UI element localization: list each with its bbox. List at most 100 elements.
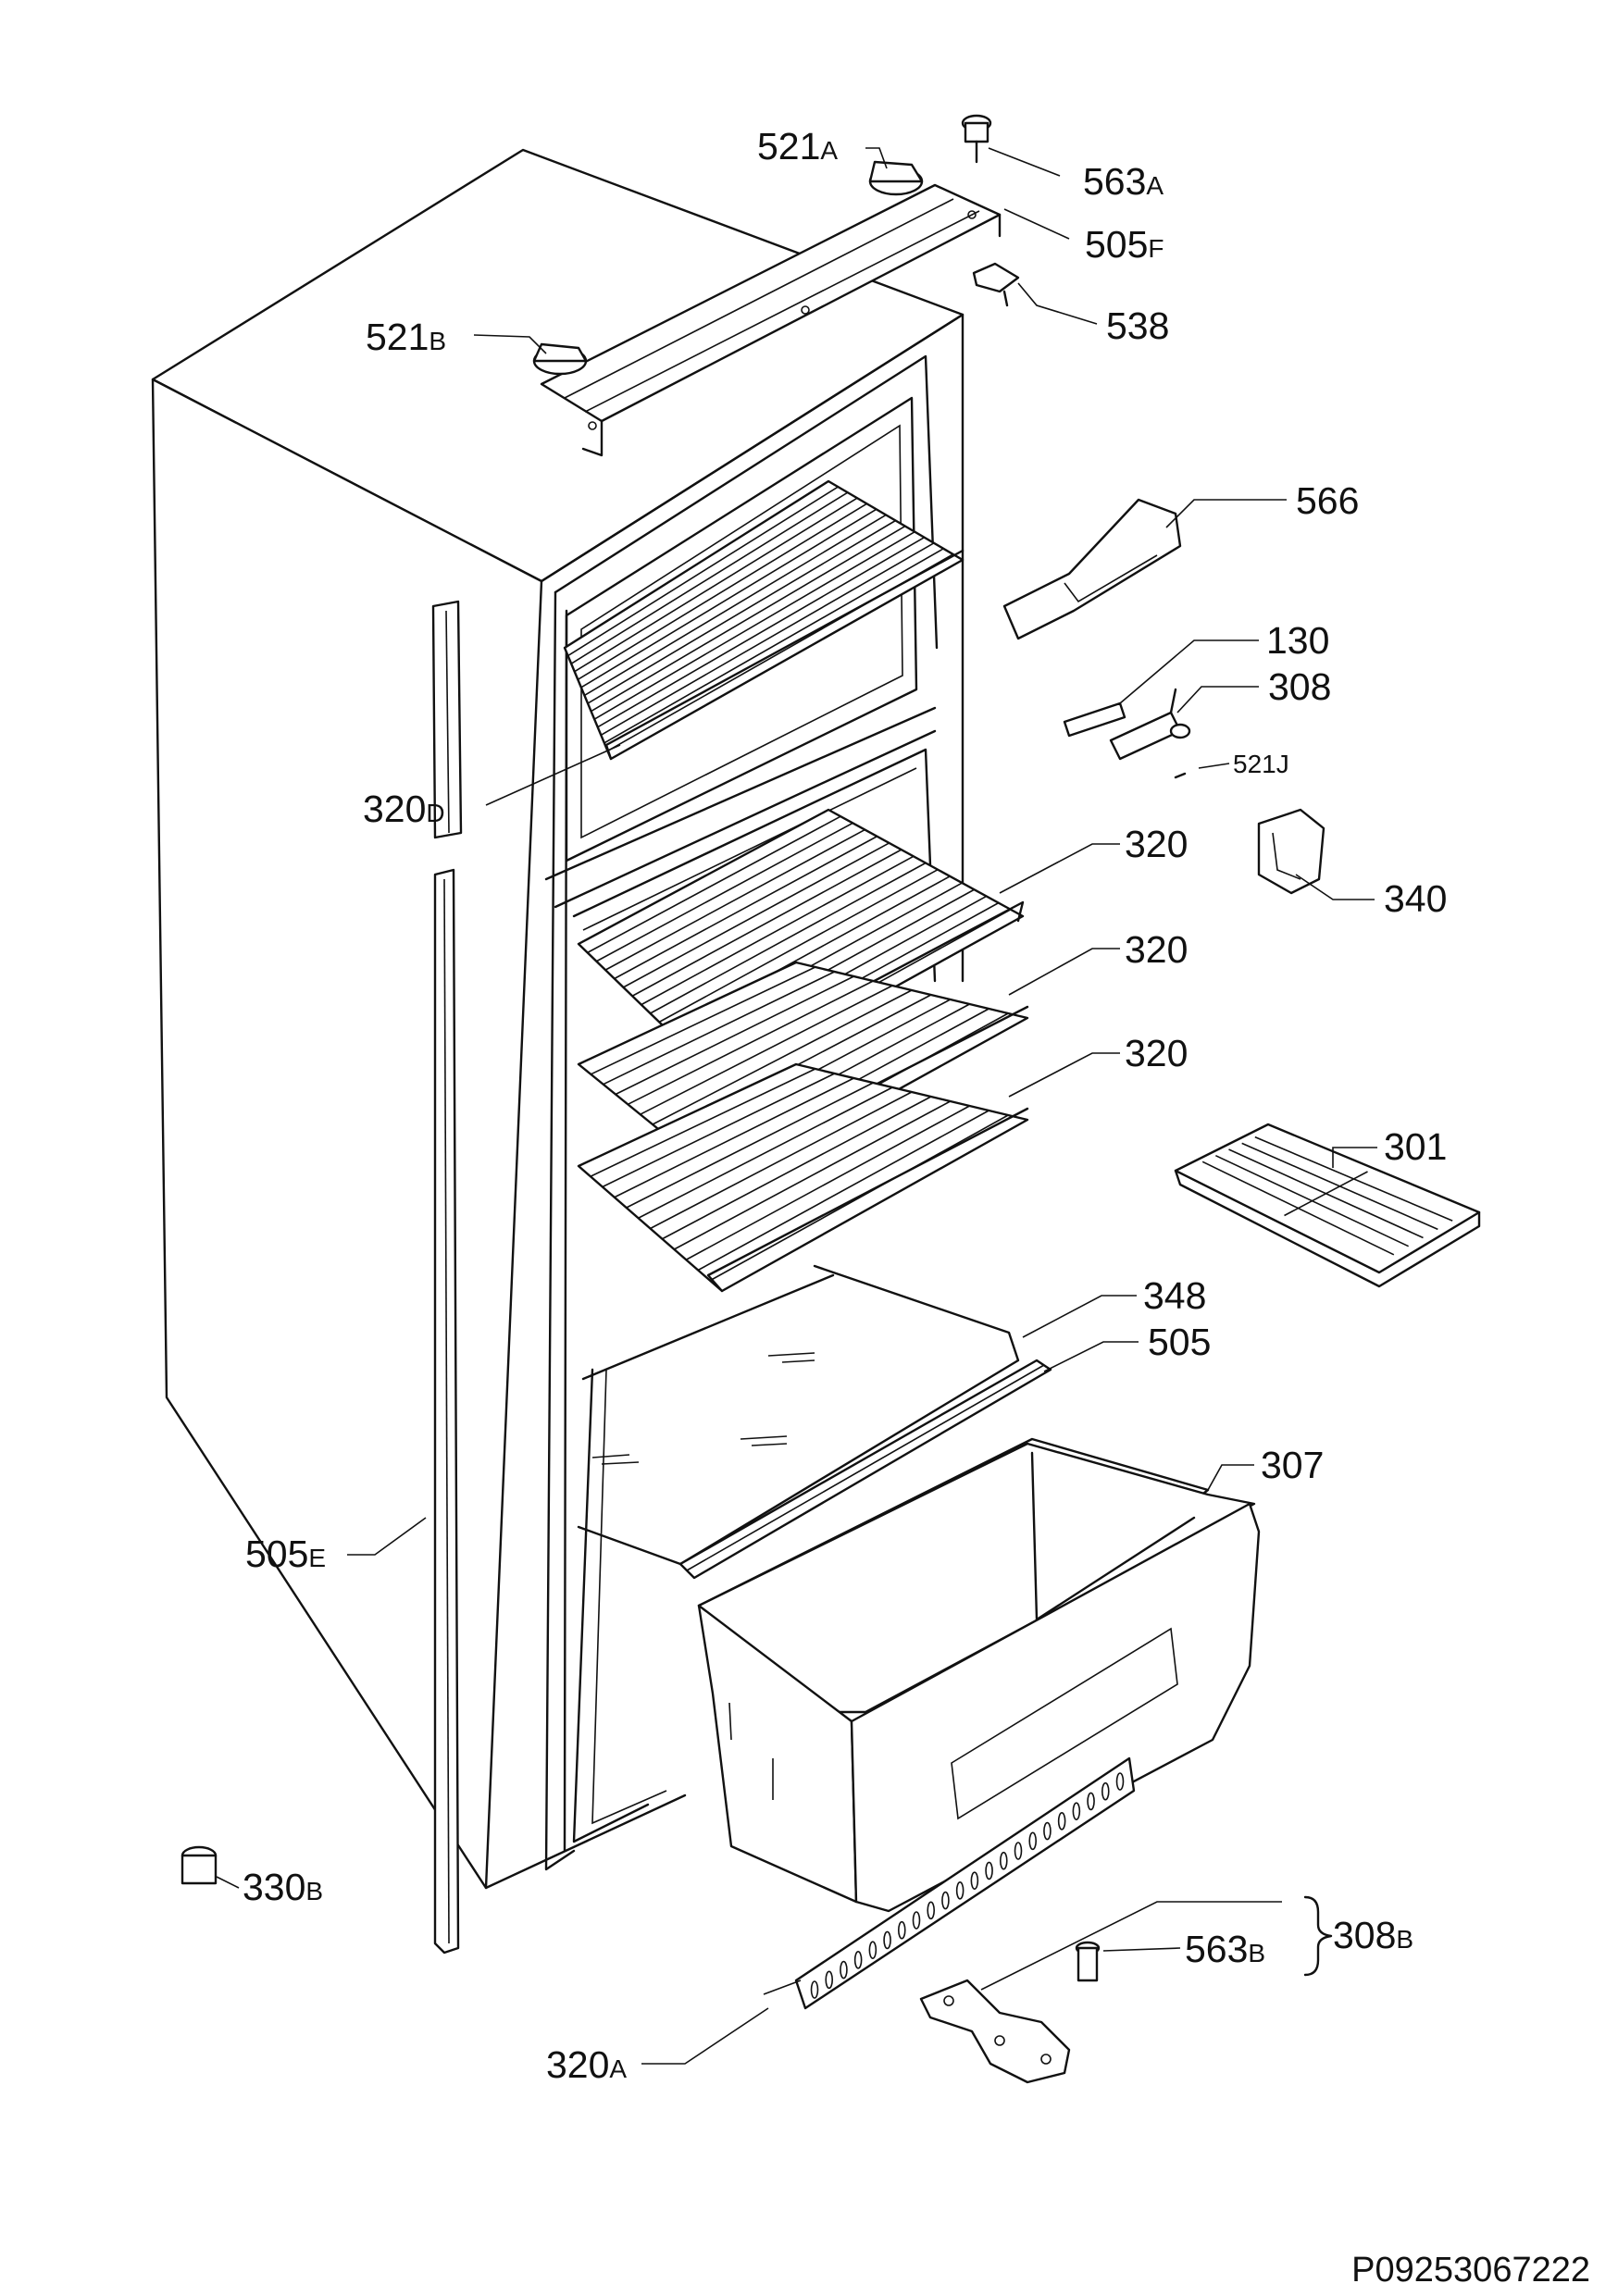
shelf-rod [638,1086,893,1219]
shelf-rod [641,855,915,1006]
hinge-cover-521b [532,342,588,376]
shelf-rod [590,966,816,1075]
shelf-rod [593,530,915,720]
rail-slot [941,1891,950,1910]
rail-slot [927,1901,936,1920]
shelf-rod [587,815,841,954]
rail-slot [999,1851,1008,1870]
label-563A: 563A [1083,160,1164,203]
plate-130 [1063,701,1126,738]
shelf-rod [614,1077,854,1198]
shelf-rod [631,849,902,997]
top-hinge-plate [540,183,1002,457]
shelf-rod [580,508,877,689]
accessory-566 [1002,498,1182,640]
label-505E: 505E [245,1533,326,1575]
shelf-rod [650,1091,913,1230]
shelf-rod [602,1073,836,1188]
label-320D: 320D [363,788,445,830]
shelf-rod [640,985,893,1115]
shelf-rod [574,497,858,673]
shelf-rod [604,548,944,744]
hinge-308 [1109,688,1191,761]
rail-slot [970,1871,979,1890]
label-330B: 330B [243,1866,323,1908]
shelf-rod [658,868,939,1024]
foot-330b [180,1845,218,1885]
shelf-rod [607,553,954,752]
shelf-rod [600,542,935,736]
rail-slot [1014,1842,1023,1860]
label-320-lower: 320 [1125,1032,1188,1074]
shelf-rod [597,537,925,728]
shelf-rod [709,1114,1009,1282]
label-505: 505 [1148,1321,1211,1363]
label-320-middle: 320 [1125,928,1188,971]
shelf-rod [627,980,874,1106]
rail-slot [897,1920,906,1940]
label-307: 307 [1261,1444,1324,1486]
rail-slot [840,1960,848,1980]
rail-slot [985,1861,993,1880]
label-563B: 563B [1185,1928,1265,1970]
clip-340 [1257,808,1326,895]
shelf-rod [614,836,877,980]
label-505F: 505F [1085,223,1164,266]
rail-slot [825,1970,834,1990]
rail-slot [1115,1772,1125,1791]
label-521A: 521A [757,125,838,168]
bottom-rail-320a [763,1756,1136,2010]
shelf-rod [584,514,887,697]
shelf-rod [587,519,896,704]
rail-slot [1028,1831,1038,1851]
rail-slot [1057,1812,1066,1831]
shelf-rod [570,491,849,664]
rail-slot [955,1881,965,1900]
wire-shelf-lower [577,1062,1029,1293]
door-gasket [431,600,463,1955]
shelf-trim [678,1359,1052,1580]
freezer-shelf [563,479,965,761]
shelf-rod [652,989,913,1125]
bottom-hinge [919,1979,1071,2084]
screw-521j [1174,772,1187,779]
rail-slot [883,1930,891,1950]
shelf-rod [650,862,927,1014]
rail-slot [810,1980,819,1999]
shelf-rod [567,486,839,657]
label-320-upper: 320 [1125,823,1188,865]
label-566: 566 [1296,479,1359,522]
hinge-cover-521a [868,160,924,196]
label-340: 340 [1384,877,1447,920]
shelf-rod [697,1110,989,1272]
shelf-rod [604,828,865,971]
rail-slot [868,1941,877,1959]
crisper-drawer [697,1437,1261,1913]
rail-slot [1101,1781,1110,1801]
rail-slot [1087,1792,1095,1811]
rail-slot [1072,1802,1081,1820]
bracket-538 [972,262,1020,307]
shelf-rod [685,1105,970,1260]
leader-lines [216,147,1377,2065]
shelf-rod [673,1100,952,1250]
rail-slot [853,1951,863,1969]
shelf-rod [626,1082,874,1209]
shelf-rod [603,971,836,1086]
hinge-pin-563b [1075,1941,1101,1982]
hinge-pin-563a [961,114,992,164]
label-308: 308 [1268,665,1331,708]
label-301: 301 [1384,1125,1447,1168]
shelf-rod [623,842,890,988]
label-320A: 320A [546,2043,627,2086]
shelf-rod [615,975,854,1096]
shelf-rod [662,1096,932,1240]
label-348: 348 [1143,1274,1206,1317]
part-labels: 521A 563A 505F 538 521B 566 130 308 521J… [243,125,1447,2086]
label-521B: 521B [366,316,446,358]
label-130: 130 [1266,619,1329,662]
rail-slot [912,1911,921,1930]
glass-shelf [577,1264,1020,1566]
ice-tray [1174,1123,1481,1288]
